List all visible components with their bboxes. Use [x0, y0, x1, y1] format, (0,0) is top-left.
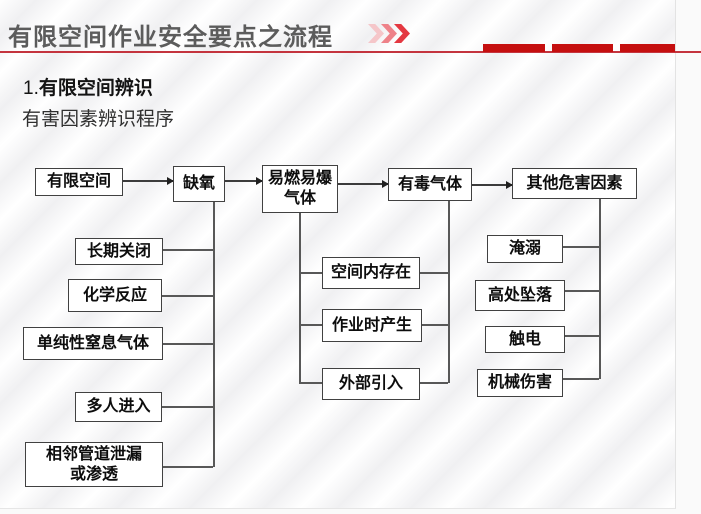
connector-line: [420, 382, 448, 384]
connector-other-trunk: [599, 199, 601, 379]
flow-box-mechanical-injury: 机械伤害: [477, 369, 563, 397]
accent-bar: [483, 44, 545, 52]
connector-oxygen-trunk: [213, 201, 215, 467]
connector-line: [422, 324, 448, 326]
flow-box-multiple-entrants: 多人进入: [75, 392, 162, 422]
connector-line: [162, 406, 213, 408]
flow-box-electric-shock: 触电: [485, 326, 565, 353]
connector-line: [163, 343, 213, 345]
page-title: 有限空间作业安全要点之流程: [8, 24, 333, 51]
connector-line: [420, 272, 448, 274]
chevron-right-icon: [368, 24, 384, 43]
flow-box-toxic-gas: 有毒气体: [388, 168, 472, 201]
flow-box-adjacent-pipeline-leak: 相邻管道泄漏 或渗透: [25, 442, 163, 487]
connector-line: [563, 246, 599, 248]
section-heading-text: 有限空间辨识: [38, 78, 153, 99]
connector-line: [565, 290, 599, 292]
accent-bar: [620, 44, 675, 52]
connector-flammable-trunk: [299, 212, 301, 383]
connector-toxic-trunk: [448, 201, 450, 383]
flow-box-long-term-closure: 长期关闭: [75, 238, 163, 265]
connector-line: [162, 295, 213, 297]
connector-line: [163, 249, 213, 251]
connector-line: [563, 378, 599, 380]
section-number: 1.: [23, 78, 39, 99]
accent-bar: [552, 44, 613, 52]
flow-arrow: [472, 181, 513, 188]
connector-line: [299, 382, 322, 384]
title-underline: [0, 51, 701, 53]
flow-box-chemical-reaction: 化学反应: [68, 279, 162, 312]
flow-arrow: [225, 177, 263, 184]
flow-box-generated-during-work: 作业时产生: [322, 309, 422, 342]
flow-box-confined-space: 有限空间: [35, 168, 123, 196]
connector-line: [163, 466, 213, 468]
flow-box-oxygen-deficiency: 缺氧: [173, 166, 225, 202]
flow-box-drowning: 淹溺: [487, 235, 563, 263]
triple-chevron-icon: [368, 24, 410, 43]
flow-arrow: [123, 177, 174, 184]
flow-box-fall-from-height: 高处坠落: [475, 280, 565, 311]
flow-box-flammable-explosive-gas: 易燃易爆 气体: [262, 165, 338, 213]
section-heading: 1.有限空间辨识: [23, 73, 153, 100]
flow-box-present-in-space: 空间内存在: [322, 257, 420, 289]
section-subheading: 有害因素辨识程序: [22, 109, 175, 130]
connector-line: [299, 324, 322, 326]
flow-box-simple-asphyxiating-gas: 单纯性窒息气体: [23, 327, 163, 360]
flow-box-external-introduction: 外部引入: [322, 368, 420, 400]
flow-box-other-hazards: 其他危害因素: [512, 168, 637, 199]
flow-arrow: [338, 180, 389, 187]
connector-line: [565, 335, 599, 337]
connector-line: [299, 272, 322, 274]
